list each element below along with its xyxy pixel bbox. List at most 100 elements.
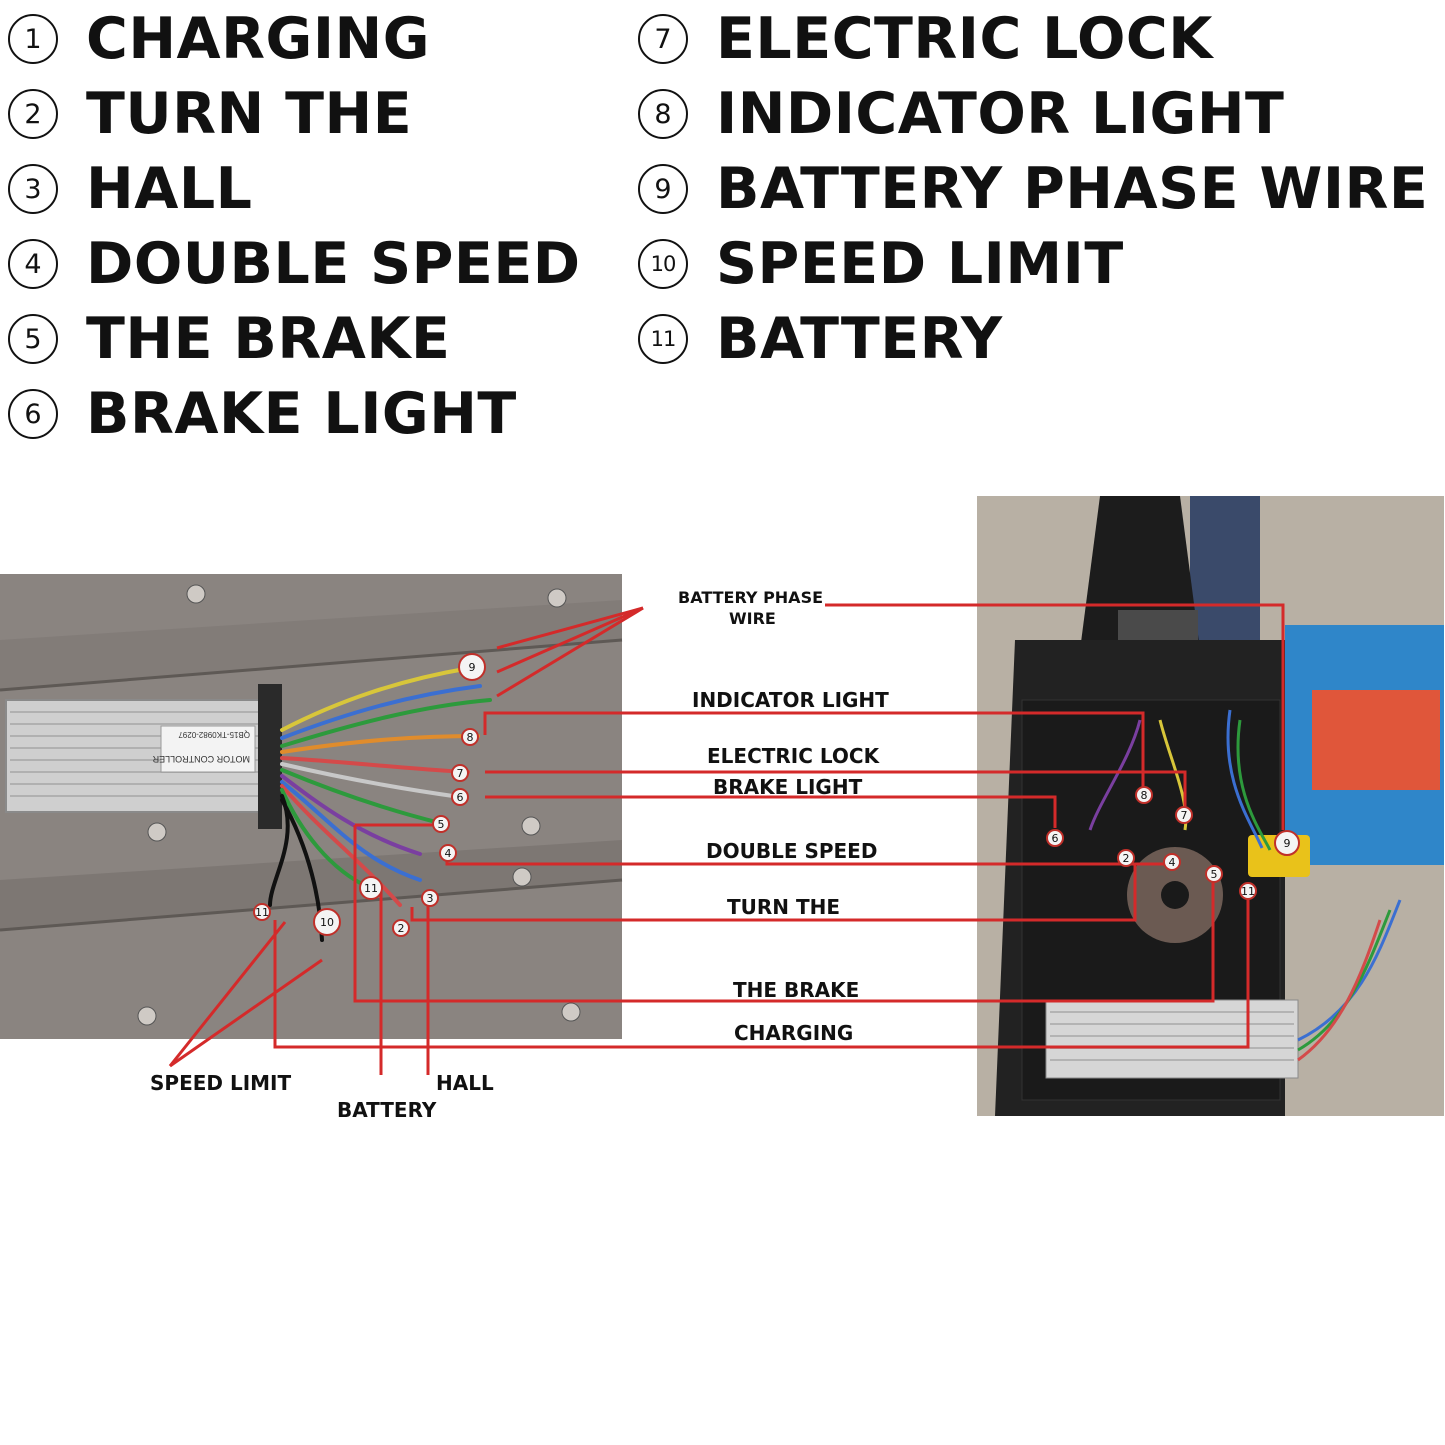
svg-text:4: 4 [445,847,452,860]
svg-text:11: 11 [364,882,378,895]
svg-text:8: 8 [1141,789,1148,802]
controller-model: QB15-TK0982-0297 [178,730,250,739]
controller-sticker: MOTOR CONTROLLER QB15-TK0982-0297 [152,725,256,773]
bolt-icon [186,584,206,604]
legend-item-battery-phase-wire: 9 BATTERY PHASE WIRE [638,154,1428,224]
plate-seam-line [0,638,623,692]
legend-item-battery: 11 BATTERY [638,304,1003,374]
connector-badges-right: 9 8 7 6 2 4 5 11 [1046,786,1300,900]
label-battery: BATTERY [337,1098,437,1122]
label-brake-light: BRAKE LIGHT [713,775,863,799]
label-double-speed: DOUBLE SPEED [706,839,877,863]
number-badge: 3 [8,164,58,214]
svg-text:2: 2 [398,922,405,935]
connector-badge-8: 8 [461,728,479,746]
bolt-icon [521,816,541,836]
connector-badge-2: 2 [392,919,410,937]
phase-leader [496,606,644,650]
label-indicator-light: INDICATOR LIGHT [692,688,889,712]
connector-badge-4: 4 [439,844,457,862]
number-badge: 6 [8,389,58,439]
svg-text:11: 11 [255,906,269,919]
label-the-brake: THE BRAKE [733,978,859,1002]
bolt-icon [547,588,567,608]
legend-item-turn-the: 2 TURN THE [8,79,412,149]
legend-label: CHARGING [86,5,431,72]
bolt-icon [512,867,532,887]
speed-limit-leader [168,921,287,1067]
legend-item-double-speed: 4 DOUBLE SPEED [8,229,581,299]
number-badge: 8 [638,89,688,139]
legend-label: SPEED LIMIT [716,230,1124,297]
leader-wires [168,603,1285,1075]
scooter-harness [1088,709,1402,1062]
label-battery-phase-2: WIRE [729,609,776,628]
svg-text:6: 6 [1052,832,1059,845]
connector-badges-left: 9 8 7 6 5 4 3 2 11 10 11 [253,653,486,937]
legend-item-the-brake: 5 THE BRAKE [8,304,450,374]
legend-item-indicator-light: 8 INDICATOR LIGHT [638,79,1284,149]
svg-text:3: 3 [427,892,434,905]
legend-label: BATTERY [716,305,1003,372]
connector-badge-7: 7 [451,764,469,782]
connector-badge-2: 2 [1117,849,1135,867]
legend-item-charging: 1 CHARGING [8,4,430,74]
indicator-wire [483,711,1145,793]
label-charging: CHARGING [734,1021,853,1045]
connector-badge-9: 9 [1274,830,1300,856]
legend-item-hall: 3 HALL [8,154,252,224]
connector-badge-5: 5 [1205,865,1223,883]
label-turn-the: TURN THE [727,895,840,919]
label-hall: HALL [436,1071,494,1095]
number-badge: 10 [638,239,688,289]
connector-badge-11b: 11 [253,903,271,921]
legend-label: INDICATOR LIGHT [716,80,1285,147]
svg-text:8: 8 [467,731,474,744]
legend-label: BATTERY PHASE WIRE [716,155,1429,222]
number-badge: 4 [8,239,58,289]
legend-label: THE BRAKE [86,305,451,372]
person-legs [1190,496,1260,646]
number-badge: 1 [8,14,58,64]
connector-badge-5: 5 [432,815,450,833]
svg-text:9: 9 [469,661,476,674]
svg-text:4: 4 [1169,856,1176,869]
wire-labels: BATTERY PHASE WIRE INDICATOR LIGHT ELECT… [150,588,889,1122]
connector-badge-8: 8 [1135,786,1153,804]
brake-light-wire [485,795,1057,828]
connector-badge-11: 11 [1239,882,1257,900]
connector-badge-3: 3 [421,889,439,907]
phase-wire [825,603,1285,830]
number-badge: 2 [8,89,58,139]
svg-text:6: 6 [457,791,464,804]
number-badge: 11 [638,314,688,364]
bolt-icon [137,1006,157,1026]
cable-harness [268,666,492,942]
bolt-icon [561,1002,581,1022]
svg-text:2: 2 [1123,852,1130,865]
connector-badge-6: 6 [451,788,469,806]
turn-wire [410,865,1137,922]
scooter-photo [977,496,1444,1116]
bolt-icon [147,822,167,842]
svg-text:11: 11 [1241,885,1255,898]
legend-item-brake-light: 6 BRAKE LIGHT [8,379,517,449]
controller-photo: MOTOR CONTROLLER QB15-TK0982-0297 [0,574,623,1039]
label-battery-phase-1: BATTERY PHASE [678,588,823,607]
svg-text:10: 10 [320,916,334,929]
connector-badge-10: 10 [313,908,341,936]
svg-text:5: 5 [438,818,445,831]
number-badge: 9 [638,164,688,214]
label-speed-limit: SPEED LIMIT [150,1071,291,1095]
brake-disc-hub [1161,881,1189,909]
orange-bin [1312,690,1440,790]
legend-label: HALL [86,155,253,222]
svg-text:5: 5 [1211,868,1218,881]
brake-wire [353,825,1215,1003]
svg-text:7: 7 [457,767,464,780]
legend-label: BRAKE LIGHT [86,380,517,447]
connector-badge-4: 4 [1163,853,1181,871]
legend-item-speed-limit: 10 SPEED LIMIT [638,229,1124,299]
controller-endcap [258,684,282,829]
